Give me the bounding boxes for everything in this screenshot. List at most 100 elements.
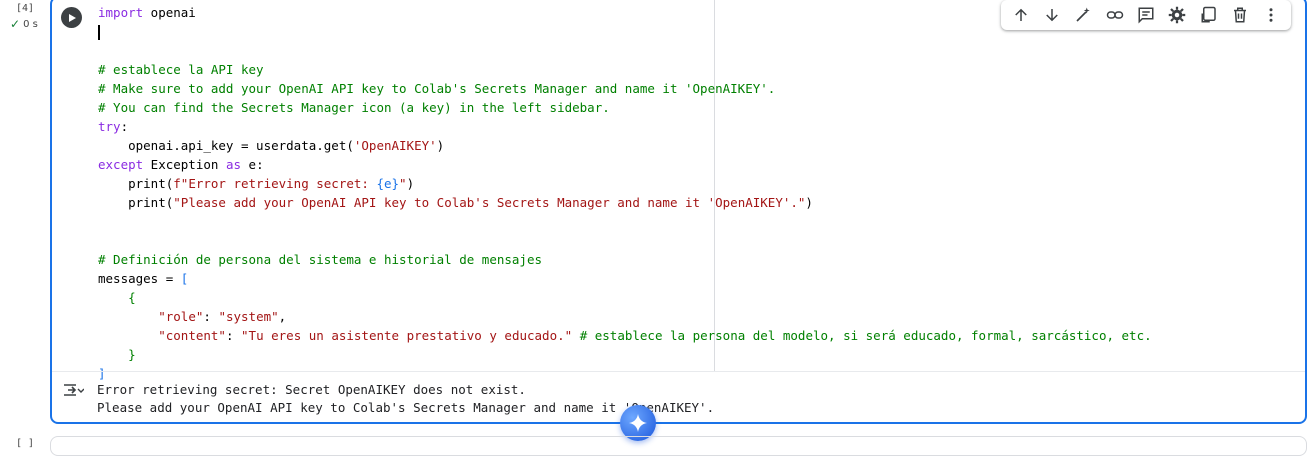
more-button[interactable] [1257,1,1285,29]
link-button[interactable] [1101,1,1129,29]
code-line[interactable]: # You can find the Secrets Manager icon … [98,98,1248,117]
code-token: } [128,347,136,362]
code-token: except [98,157,144,172]
check-icon: ✓ [10,17,21,31]
code-token: "Tu eres un asistente prestativo y educa… [241,328,573,343]
code-line[interactable] [98,212,1248,231]
code-line[interactable] [98,22,1248,41]
code-token: as [225,157,242,172]
code-line[interactable]: messages = [ [98,269,1248,288]
code-editor[interactable]: import openai # establece la API key # Mak… [98,3,1248,383]
code-token: : [120,119,129,134]
code-line[interactable]: # establece la API key [98,60,1248,79]
next-cell-execution-count: [ ] [16,438,35,449]
text-cursor [98,25,100,40]
comment-icon [1138,7,1154,24]
mirror-cell-button[interactable] [1195,1,1223,29]
code-token: # Make sure to add your OpenAI API key t… [98,81,776,96]
code-line[interactable]: print(f"Error retrieving secret: {e}") [98,174,1248,193]
code-line[interactable]: print("Please add your OpenAI API key to… [98,193,1248,212]
code-line[interactable] [98,41,1248,60]
code-token: import [98,5,144,20]
next-code-cell[interactable] [50,436,1307,456]
execution-status: ✓ 0 s [10,18,38,30]
output-toggle-button[interactable] [62,381,85,399]
more-vert-icon [1269,8,1273,22]
output-line: Error retrieving secret: Secret OpenAIKE… [97,382,526,397]
execution-count: [4] [16,3,35,14]
code-token: # establece la persona del modelo, si se… [579,328,1152,343]
trash-icon [1233,7,1246,23]
output-line: Please add your OpenAI API key to Colab'… [97,400,715,415]
code-line[interactable]: "content": "Tu eres un asistente prestat… [98,326,1248,345]
code-line[interactable]: } [98,345,1248,364]
code-line[interactable]: openai.api_key = userdata.get('OpenAIKEY… [98,136,1248,155]
cell-output: Error retrieving secret: Secret OpenAIKE… [97,381,714,417]
line-length-ruler [714,0,715,372]
code-token: f"Error retrieving secret: [173,176,377,191]
code-token [98,328,158,343]
output-actions-icon [64,384,85,396]
code-token: : [203,309,219,324]
code-token: , [278,309,287,324]
code-token: ) [406,176,415,191]
cell-gutter: [4] ✓ 0 s [0,0,48,446]
code-token [572,328,580,343]
code-token: " [399,176,407,191]
code-line[interactable]: except Exception as e: [98,155,1248,174]
comment-button[interactable] [1132,1,1160,29]
code-line[interactable]: try: [98,117,1248,136]
code-token: openai [143,5,196,20]
code-token: 'OpenAIKEY' [353,138,437,153]
code-token: openai.api_key = userdata.get( [98,138,354,153]
code-token: ] [98,366,106,381]
code-line[interactable]: # Make sure to add your OpenAI API key t… [98,79,1248,98]
move-up-button[interactable] [1007,1,1035,29]
execution-time: 0 s [23,18,38,30]
settings-button[interactable] [1163,1,1191,29]
code-token: # establece la API key [98,62,264,77]
code-token: Exception [143,157,226,172]
code-token: try [98,119,121,134]
code-token: {e} [376,176,400,191]
play-icon [68,13,76,22]
code-token: print( [98,195,174,210]
code-token: # Definición de persona del sistema e hi… [98,252,543,267]
mirror-icon [1201,6,1216,23]
code-line[interactable]: "role": "system", [98,307,1248,326]
code-token: "role" [158,309,204,324]
code-token [98,347,128,362]
code-token: "Please add your OpenAI API key to Colab… [173,195,806,210]
code-token: [ [180,271,189,286]
gemini-button[interactable] [620,405,656,441]
code-token [98,309,158,324]
code-token: { [128,290,136,305]
link-icon [1106,11,1123,19]
code-token: # You can find the Secrets Manager icon … [98,100,610,115]
code-line[interactable]: import openai [98,3,1248,22]
code-token: messages = [98,271,181,286]
gear-icon [1169,6,1186,24]
output-divider [52,371,1305,372]
run-cell-button[interactable] [61,7,82,28]
code-token: ) [436,138,445,153]
sparkle-icon [629,414,647,432]
code-token [98,290,128,305]
delete-button[interactable] [1226,1,1254,29]
code-token: print( [98,176,174,191]
code-line[interactable]: ] [98,364,1248,383]
code-cell[interactable] [50,0,1307,424]
code-token: "system" [218,309,279,324]
code-token: : [225,328,242,343]
magic-wand-icon [1076,7,1091,22]
code-token: "content" [158,328,226,343]
cell-toolbar [1001,0,1291,30]
code-line[interactable]: # Definición de persona del sistema e hi… [98,250,1248,269]
code-token: ) [805,195,813,210]
code-line[interactable]: { [98,288,1248,307]
code-token: e: [241,157,264,172]
magic-wand-button[interactable] [1069,1,1097,29]
arrow-up-icon [1014,8,1027,21]
move-down-button[interactable] [1038,1,1066,29]
code-line[interactable] [98,231,1248,250]
